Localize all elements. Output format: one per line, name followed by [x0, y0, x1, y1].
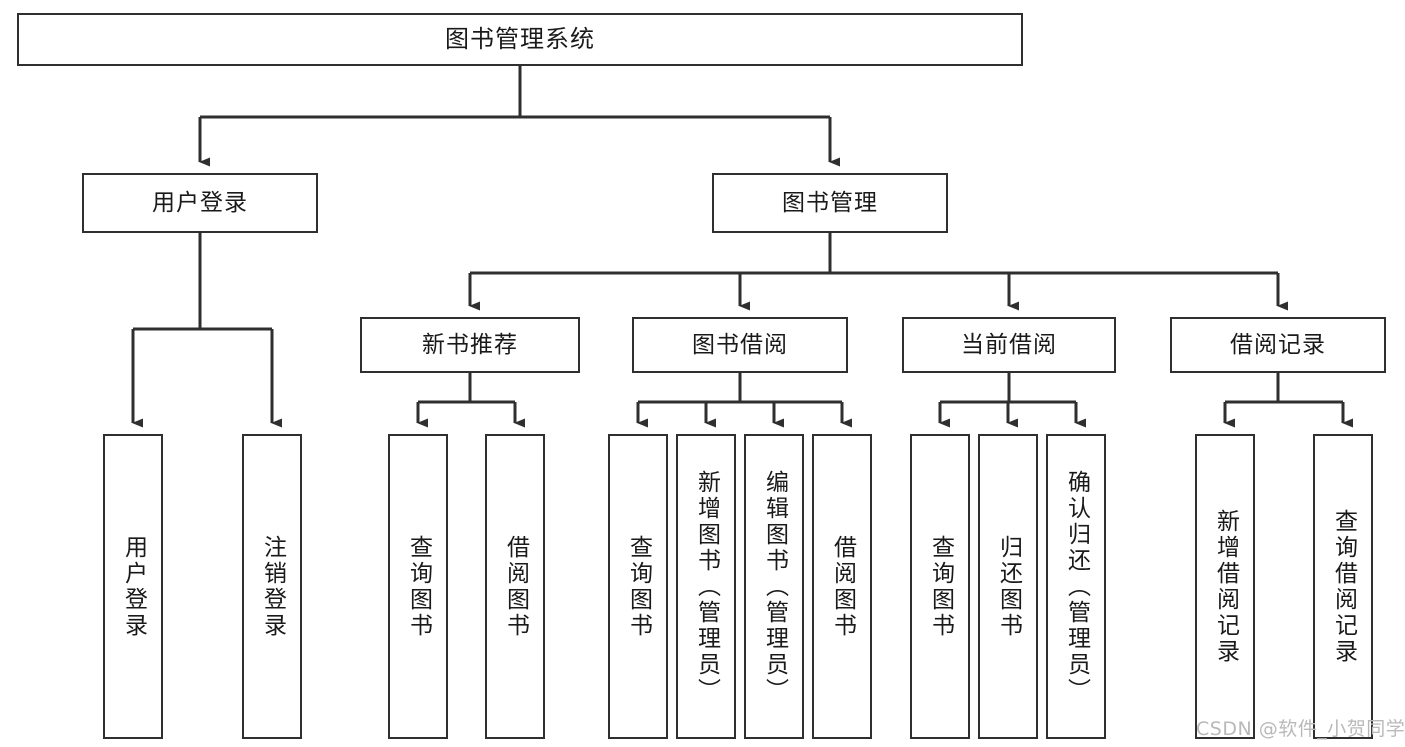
node-label: 图书管理系统 — [445, 24, 595, 53]
node-leaf-return-book: 归还图书 — [978, 434, 1038, 739]
node-leaf-user-login: 用户登录 — [103, 434, 163, 739]
node-leaf-query-book-1: 查询图书 — [388, 434, 448, 739]
node-leaf-add-record: 新增借阅记录 — [1195, 434, 1255, 739]
node-leaf-query-book-3: 查询图书 — [910, 434, 970, 739]
node-borrow-record: 借阅记录 — [1170, 317, 1386, 373]
node-book-borrow: 图书借阅 — [632, 317, 848, 373]
node-label: 查询图书 — [625, 534, 652, 639]
node-leaf-add-book: 新增图书（管理员） — [676, 434, 736, 739]
node-leaf-borrow-book-1: 借阅图书 — [485, 434, 545, 739]
node-label: 注销登录 — [259, 534, 286, 639]
node-label: 确认归还（管理员） — [1063, 469, 1090, 704]
node-label: 新书推荐 — [422, 331, 518, 358]
node-label: 用户登录 — [152, 189, 248, 216]
node-label: 编辑图书（管理员） — [761, 469, 788, 704]
node-current-borrow: 当前借阅 — [902, 317, 1116, 373]
node-label: 新增图书（管理员） — [693, 469, 720, 704]
node-new-book-rec: 新书推荐 — [360, 317, 580, 373]
node-label: 借阅图书 — [829, 534, 856, 639]
node-leaf-query-book-2: 查询图书 — [608, 434, 668, 739]
node-label: 查询图书 — [927, 534, 954, 639]
node-leaf-edit-book: 编辑图书（管理员） — [744, 434, 804, 739]
node-label: 借阅记录 — [1230, 331, 1326, 358]
node-leaf-borrow-book-2: 借阅图书 — [812, 434, 872, 739]
node-root: 图书管理系统 — [17, 13, 1023, 66]
node-label: 图书借阅 — [692, 331, 788, 358]
node-label: 归还图书 — [995, 534, 1022, 639]
node-book-manage: 图书管理 — [712, 173, 948, 233]
node-label: 图书管理 — [782, 189, 878, 216]
node-label: 查询图书 — [405, 534, 432, 639]
node-label: 借阅图书 — [502, 534, 529, 639]
node-leaf-query-record: 查询借阅记录 — [1313, 434, 1373, 739]
node-label: 当前借阅 — [961, 331, 1057, 358]
node-label: 用户登录 — [120, 534, 147, 639]
node-label: 查询借阅记录 — [1330, 508, 1357, 665]
node-label: 新增借阅记录 — [1212, 508, 1239, 665]
node-user-login: 用户登录 — [82, 173, 318, 233]
node-leaf-confirm-return: 确认归还（管理员） — [1046, 434, 1106, 739]
node-leaf-logout: 注销登录 — [242, 434, 302, 739]
